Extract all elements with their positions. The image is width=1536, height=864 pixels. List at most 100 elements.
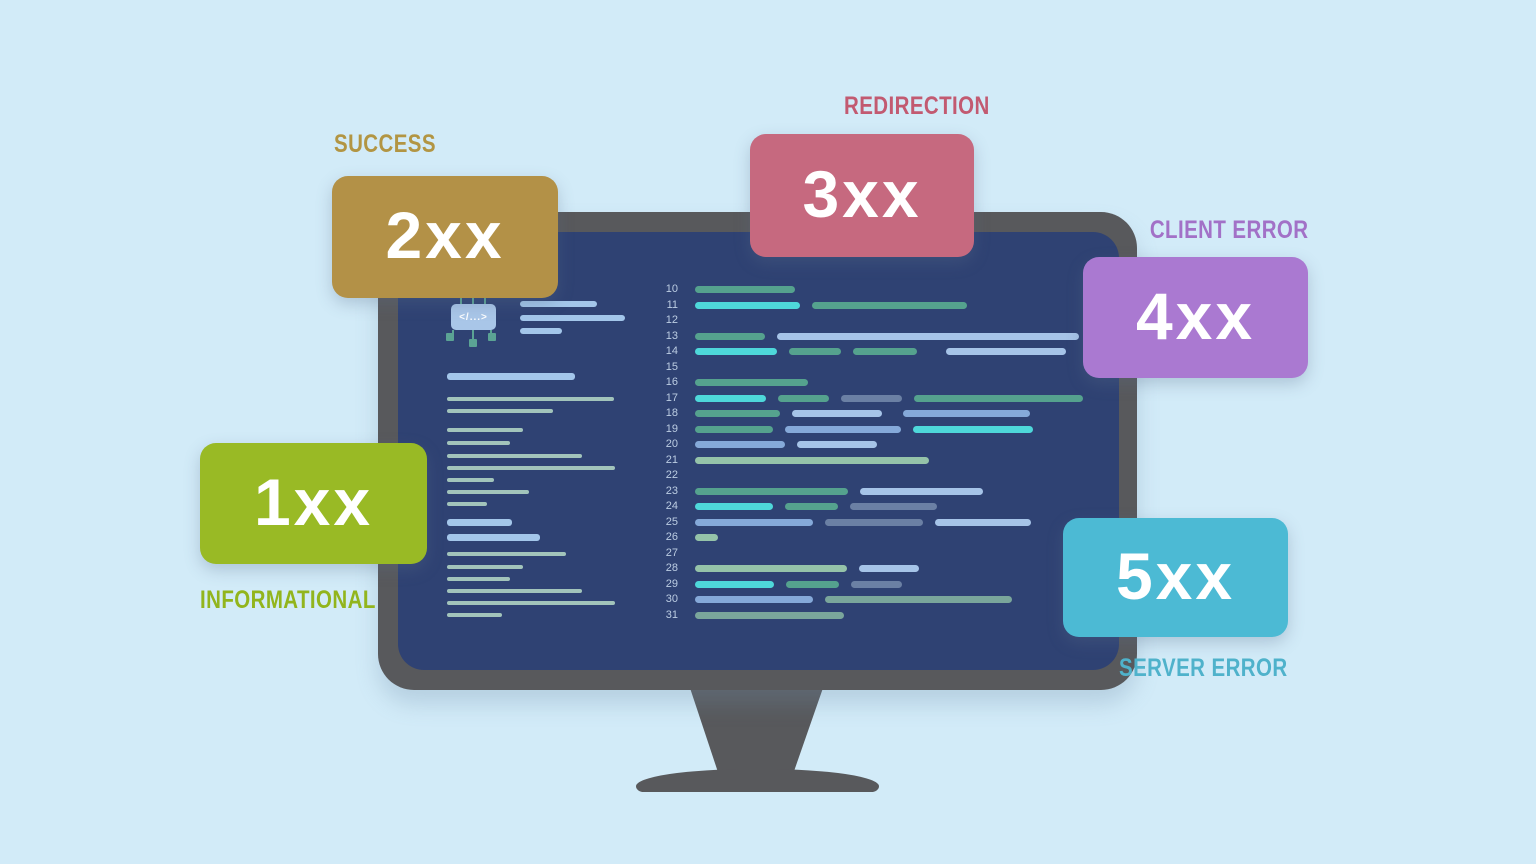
code-segment [695,503,773,511]
status-badge-1xx: 1xx [200,443,427,564]
code-segment [785,503,838,511]
code-segment [913,425,1033,433]
line-number: 29 [665,577,678,590]
line-number: 12 [665,314,678,326]
line-number: 22 [665,469,678,481]
code-editor-row: 10 [656,282,1095,298]
code-segment [695,425,773,433]
code-segment [812,301,967,309]
code-segment [903,410,1030,418]
line-number: 10 [665,283,678,295]
code-line [447,534,540,541]
line-number: 27 [665,546,678,559]
code-editor-row: 22 [656,468,1095,484]
code-editor-row: 27 [656,546,1095,562]
code-segment [853,348,917,356]
code-segment [695,565,847,573]
line-number: 26 [665,531,678,543]
status-badge-4xx: 4xx [1083,257,1308,378]
code-segment [695,379,808,387]
code-segment [914,394,1083,402]
monitor-stand-neck [690,688,823,772]
code-segment [695,394,766,402]
code-segment [797,441,877,449]
chip-node-square [469,339,477,347]
code-segment [777,332,1079,340]
code-segment [786,580,839,588]
code-segment [695,487,848,495]
line-number: 15 [665,360,678,373]
code-line [447,454,582,458]
code-segment [935,518,1031,526]
chip-node-square [488,333,496,341]
status-badge-3xx: 3xx [750,134,974,257]
code-segment [860,487,983,495]
line-number: 17 [665,391,678,404]
code-segment [695,611,844,619]
code-segment [785,425,901,433]
chip-stem [472,330,474,340]
code-segment [792,410,882,418]
left-panel-lines [447,373,615,617]
status-badge-5xx: 5xx [1063,518,1288,637]
chip-stem [452,330,454,334]
code-editor-row: 28 [656,561,1095,577]
chip-stem [484,296,486,304]
code-line [447,601,615,605]
code-line [447,428,523,432]
category-label-server-error: SERVER ERROR [1119,654,1288,682]
chip-node-square [446,333,454,341]
category-label-informational: INFORMATIONAL [200,586,376,614]
code-editor-row: 23 [656,484,1095,500]
line-number: 30 [665,593,678,605]
code-segment [778,394,829,402]
code-editor-row: 25 [656,515,1095,531]
code-segment [695,301,800,309]
line-number: 31 [665,608,678,621]
monitor-stand-base [636,769,879,792]
code-segment [695,518,813,526]
code-editor-row: 26 [656,530,1095,546]
chip-stem [460,296,462,304]
code-line [447,397,614,401]
code-line [447,441,510,445]
code-segment [859,565,919,573]
line-number: 23 [665,484,678,497]
code-segment [695,332,765,340]
category-label-redirection: REDIRECTION [844,92,990,120]
line-number: 19 [665,422,678,435]
code-line [447,409,553,413]
code-editor-row: 24 [656,499,1095,515]
code-segment [695,580,774,588]
line-number: 13 [665,329,678,342]
code-editor-row: 20 [656,437,1095,453]
chip-side-lines [520,301,625,334]
code-editor-row: 21 [656,453,1095,469]
code-segment [946,348,1066,356]
code-line [447,519,512,526]
code-segment [695,348,777,356]
code-segment [695,456,929,464]
line-number: 20 [665,438,678,450]
category-label-client-error: CLIENT ERROR [1149,216,1308,244]
code-segment [789,348,841,356]
code-segment [825,596,1012,604]
code-segment [695,441,785,449]
code-line [447,373,575,380]
code-editor-row: 11 [656,298,1095,314]
code-segment [841,394,902,402]
code-segment [850,503,937,511]
category-label-success: SUCCESS [334,130,436,158]
code-line [447,490,529,494]
code-segment [695,596,813,604]
code-line [447,552,566,556]
code-editor-row: 19 [656,422,1095,438]
chip-stem [490,330,492,334]
line-number: 21 [665,453,678,466]
code-editor-row: 15 [656,360,1095,376]
code-editor-row: 12 [656,313,1095,329]
code-editor-row: 14 [656,344,1095,360]
code-line [447,466,615,470]
